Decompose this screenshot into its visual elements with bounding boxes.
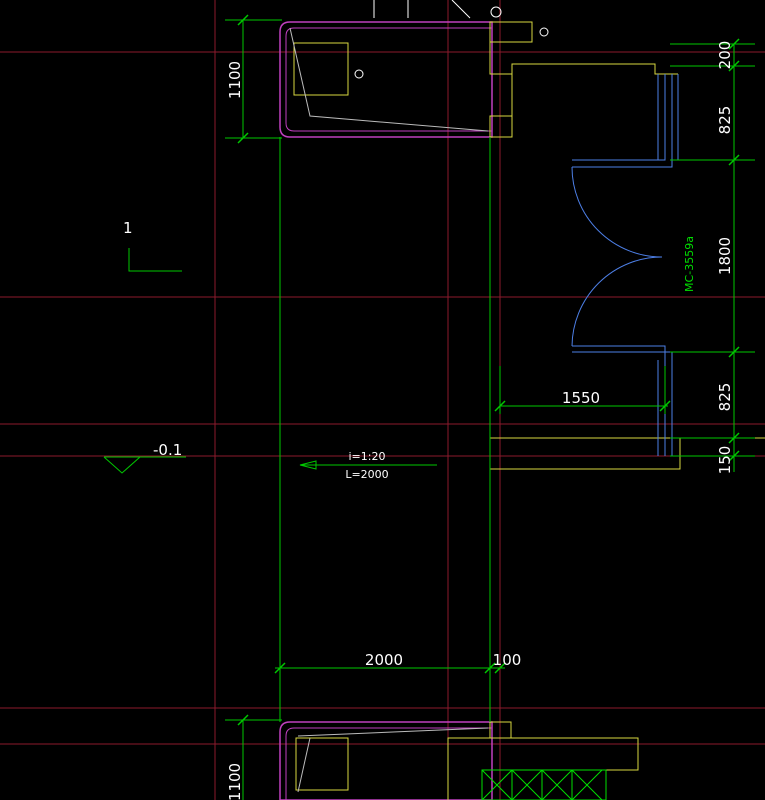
elevation-triangle — [103, 456, 141, 474]
tick — [728, 432, 740, 444]
ramp-slope-label: i=1:20 — [349, 450, 386, 463]
pipe-circle — [354, 69, 364, 79]
ramp-length-label: L=2000 — [345, 468, 388, 481]
column-outline-inner — [285, 727, 493, 800]
downpipe-wedge — [289, 27, 489, 132]
wall-top-profile — [489, 42, 678, 75]
tick — [274, 662, 286, 674]
door-frame-bottom — [572, 345, 666, 456]
tick — [237, 132, 249, 144]
door-swing-upper — [571, 166, 663, 258]
top-stubs — [373, 0, 471, 19]
tick — [484, 662, 496, 674]
hatch-line — [481, 769, 513, 800]
stub-line — [451, 0, 471, 19]
marker-circle — [490, 6, 502, 18]
door-mc — [571, 74, 679, 456]
tick — [237, 14, 249, 26]
column-top-left — [279, 21, 493, 138]
beam-outline — [481, 769, 607, 800]
dim-right-150-label: 150 — [716, 446, 734, 475]
hatch-line — [541, 769, 573, 800]
downpipe-wedge — [297, 737, 311, 793]
dim-door-label: 1550 — [562, 389, 600, 407]
tick — [494, 662, 506, 674]
tick — [728, 38, 740, 50]
wall-bottom-shape — [447, 737, 639, 800]
dim-right-825b-label: 825 — [716, 383, 734, 412]
dimension-lines — [128, 19, 755, 800]
dim-left-bottom-label: 1100 — [226, 763, 244, 800]
dim-right-200-label: 200 — [716, 41, 734, 70]
column-outline-outer — [279, 721, 493, 800]
wall-top-stub — [489, 115, 513, 138]
column-outline-inner — [285, 27, 493, 132]
tick — [728, 346, 740, 358]
beam-hatch — [481, 769, 607, 800]
tick — [728, 154, 740, 166]
tick — [237, 714, 249, 726]
dim-left-top-label: 1100 — [226, 61, 244, 99]
door-tag-label: MC-3559a — [683, 236, 696, 292]
labels: 1100 1100 200 825 1800 825 150 MC-3559a … — [123, 41, 734, 800]
dimension-ticks — [237, 14, 740, 726]
view-marker-lines — [128, 248, 182, 272]
elevation-label: -0.1 — [153, 441, 182, 459]
walls — [447, 21, 765, 800]
wall-top-cap — [489, 21, 533, 43]
pipe-box — [295, 737, 349, 791]
column-bottom-left — [279, 721, 493, 800]
pipe-box — [293, 42, 349, 96]
door-swing-lower — [571, 256, 663, 347]
wedge-top — [297, 727, 489, 737]
tick — [728, 450, 740, 462]
dim-offset-label: 100 — [493, 651, 522, 669]
tick — [728, 60, 740, 72]
view-marker-label: 1 — [123, 219, 133, 237]
dim-right-825a-label: 825 — [716, 106, 734, 135]
marker-circle — [539, 27, 549, 37]
ramp-arrow-head — [299, 460, 317, 470]
tick — [494, 400, 506, 412]
hatch-line — [571, 769, 603, 800]
column-outline-outer — [279, 21, 493, 138]
tick — [659, 400, 671, 412]
door-frame-top-inner — [572, 74, 673, 168]
hatch-line — [511, 769, 543, 800]
wall-sill — [489, 437, 681, 470]
dim-ramp-label: 2000 — [365, 651, 403, 669]
elevation-symbol — [103, 456, 186, 474]
dim-right-1800-label: 1800 — [716, 237, 734, 275]
door-frame-top — [572, 74, 666, 161]
